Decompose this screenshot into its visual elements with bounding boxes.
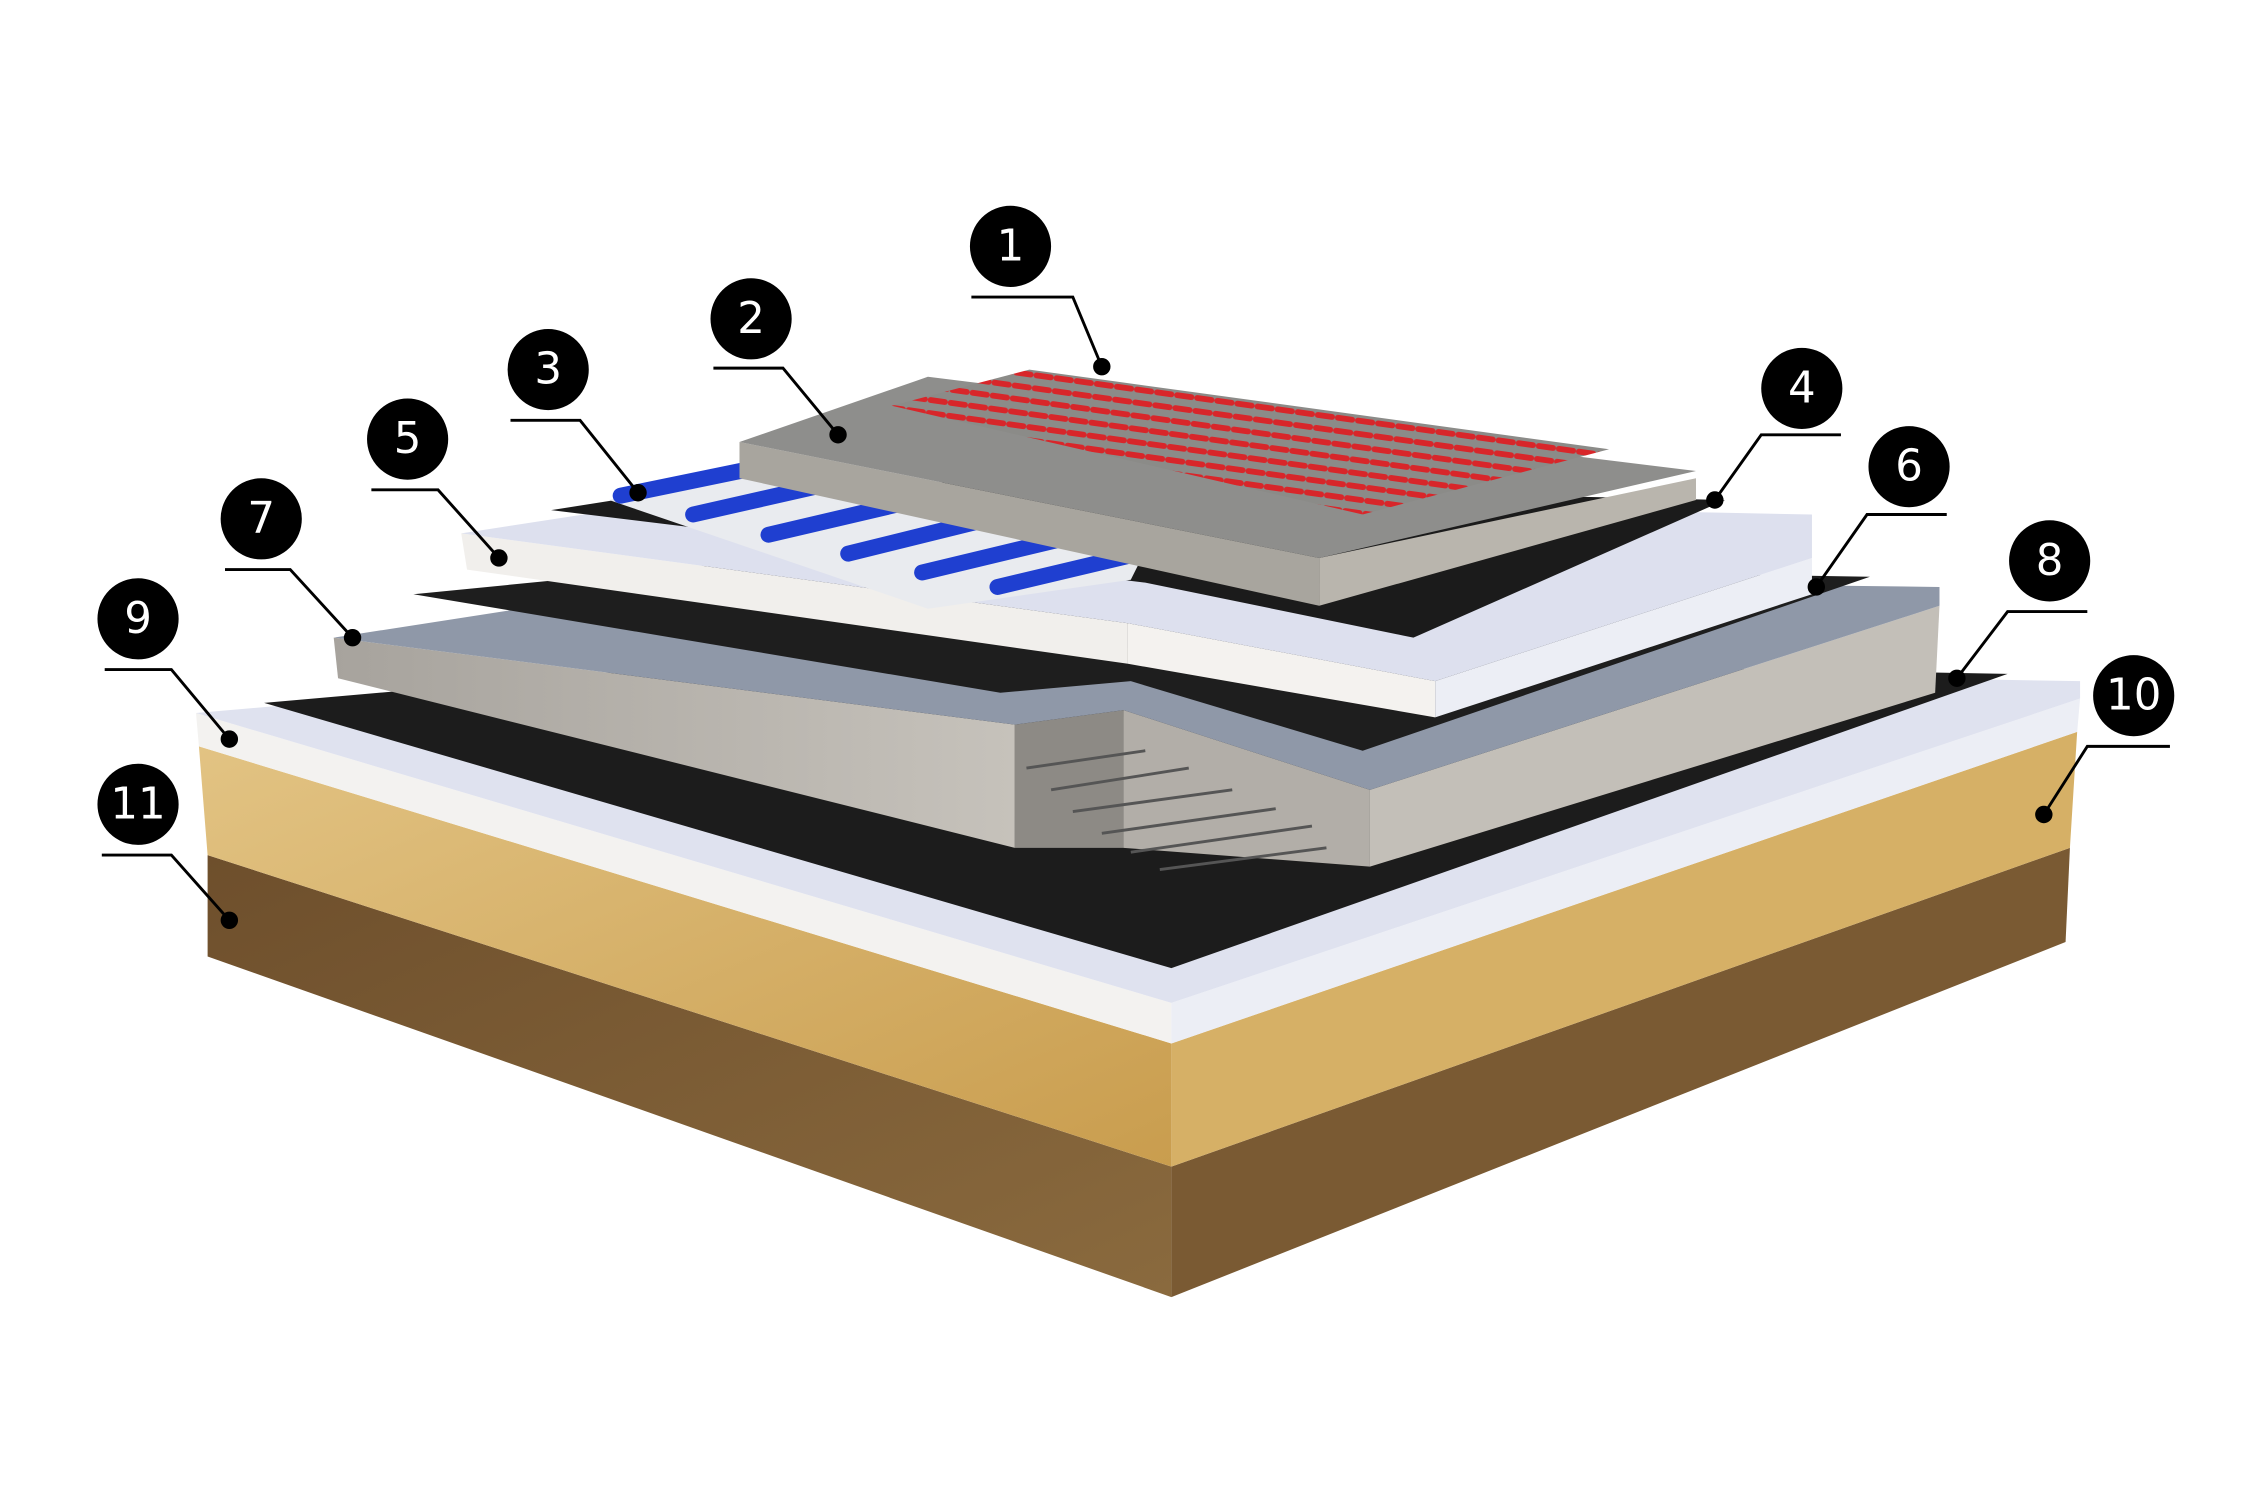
callout-4: 4 — [1706, 347, 1843, 509]
callout-2: 2 — [710, 278, 847, 444]
callout-badge — [507, 328, 589, 411]
callout-11: 11 — [97, 763, 239, 929]
leader-dot — [220, 911, 239, 929]
callout-number: 11 — [110, 779, 165, 829]
insulation-5-left-face — [461, 533, 1128, 664]
callout-number: 10 — [2106, 671, 2161, 721]
screed-slab — [739, 369, 1697, 606]
callout-10: 10 — [2035, 655, 2175, 824]
leader-line — [713, 366, 840, 436]
leader-dot — [220, 730, 239, 748]
leader-dot — [1093, 357, 1111, 376]
callout-3: 3 — [507, 328, 647, 502]
insulation-5-front-face — [1127, 623, 1436, 718]
leader-dot — [343, 628, 362, 647]
callout-number: 5 — [394, 414, 422, 464]
leader-line — [104, 668, 231, 741]
callout-badge — [367, 398, 449, 480]
leader-line — [1955, 610, 2088, 680]
callout-badge — [2009, 520, 2091, 602]
callout-number: 4 — [1788, 363, 1816, 413]
callout-badge — [1868, 426, 1950, 508]
leader-line — [971, 295, 1104, 368]
callout-number: 3 — [534, 345, 562, 395]
screed-right-face — [1319, 478, 1697, 606]
heating-cable-mat — [891, 369, 1610, 515]
callout-number: 8 — [2036, 536, 2064, 586]
callout-badge — [220, 478, 302, 560]
callout-1: 1 — [969, 205, 1111, 376]
leader-dot — [1706, 491, 1724, 509]
leader-dot — [829, 426, 847, 444]
callout-badge — [97, 578, 179, 660]
concrete-notch-face — [1014, 710, 1124, 848]
callout-badge — [969, 205, 1052, 287]
screed-front-face — [739, 442, 1320, 606]
callouts: 1 2 3 4 5 6 7 8 9 10 11 — [97, 205, 2175, 929]
callout-badge — [97, 763, 179, 845]
rebar-icon — [1026, 749, 1327, 872]
leader-dot — [1807, 578, 1825, 596]
leader-line — [101, 853, 231, 922]
insulation-9-right-face — [1171, 698, 2081, 1044]
leader-line — [371, 488, 500, 559]
pipe-grid — [609, 458, 1147, 609]
callout-6: 6 — [1807, 426, 1950, 596]
leader-line — [510, 418, 640, 494]
sand-left-face — [198, 746, 1172, 1167]
callout-number: 6 — [1895, 442, 1923, 492]
callout-9: 9 — [97, 578, 239, 748]
sand-right-face — [1171, 731, 2078, 1167]
callout-number: 2 — [737, 294, 765, 344]
insulation-5-right-face — [1435, 557, 1812, 718]
leader-line — [225, 568, 354, 639]
leader-line — [1815, 513, 1947, 588]
callout-badge — [1761, 347, 1843, 429]
callout-7: 7 — [220, 478, 362, 647]
leader-dot — [1948, 669, 1966, 687]
callout-5: 5 — [367, 398, 508, 567]
callout-badge — [2093, 655, 2175, 737]
callout-badge — [710, 278, 792, 360]
leader-dot — [2035, 805, 2053, 824]
soil-right-face — [1171, 847, 2070, 1298]
leader-line — [1713, 433, 1841, 501]
callout-number: 9 — [124, 594, 152, 644]
callout-number: 1 — [997, 221, 1025, 271]
soil-left-face — [207, 855, 1172, 1298]
pipe-icons — [612, 458, 1147, 595]
insulation-9-left-face — [196, 713, 1172, 1044]
leader-line — [2042, 744, 2170, 816]
concrete-left-face — [333, 637, 1015, 848]
callout-8: 8 — [1948, 520, 2091, 687]
leader-dot — [629, 484, 647, 502]
callout-number: 7 — [247, 494, 275, 544]
concrete-right-face — [1369, 605, 1940, 867]
leader-dot — [490, 549, 508, 567]
